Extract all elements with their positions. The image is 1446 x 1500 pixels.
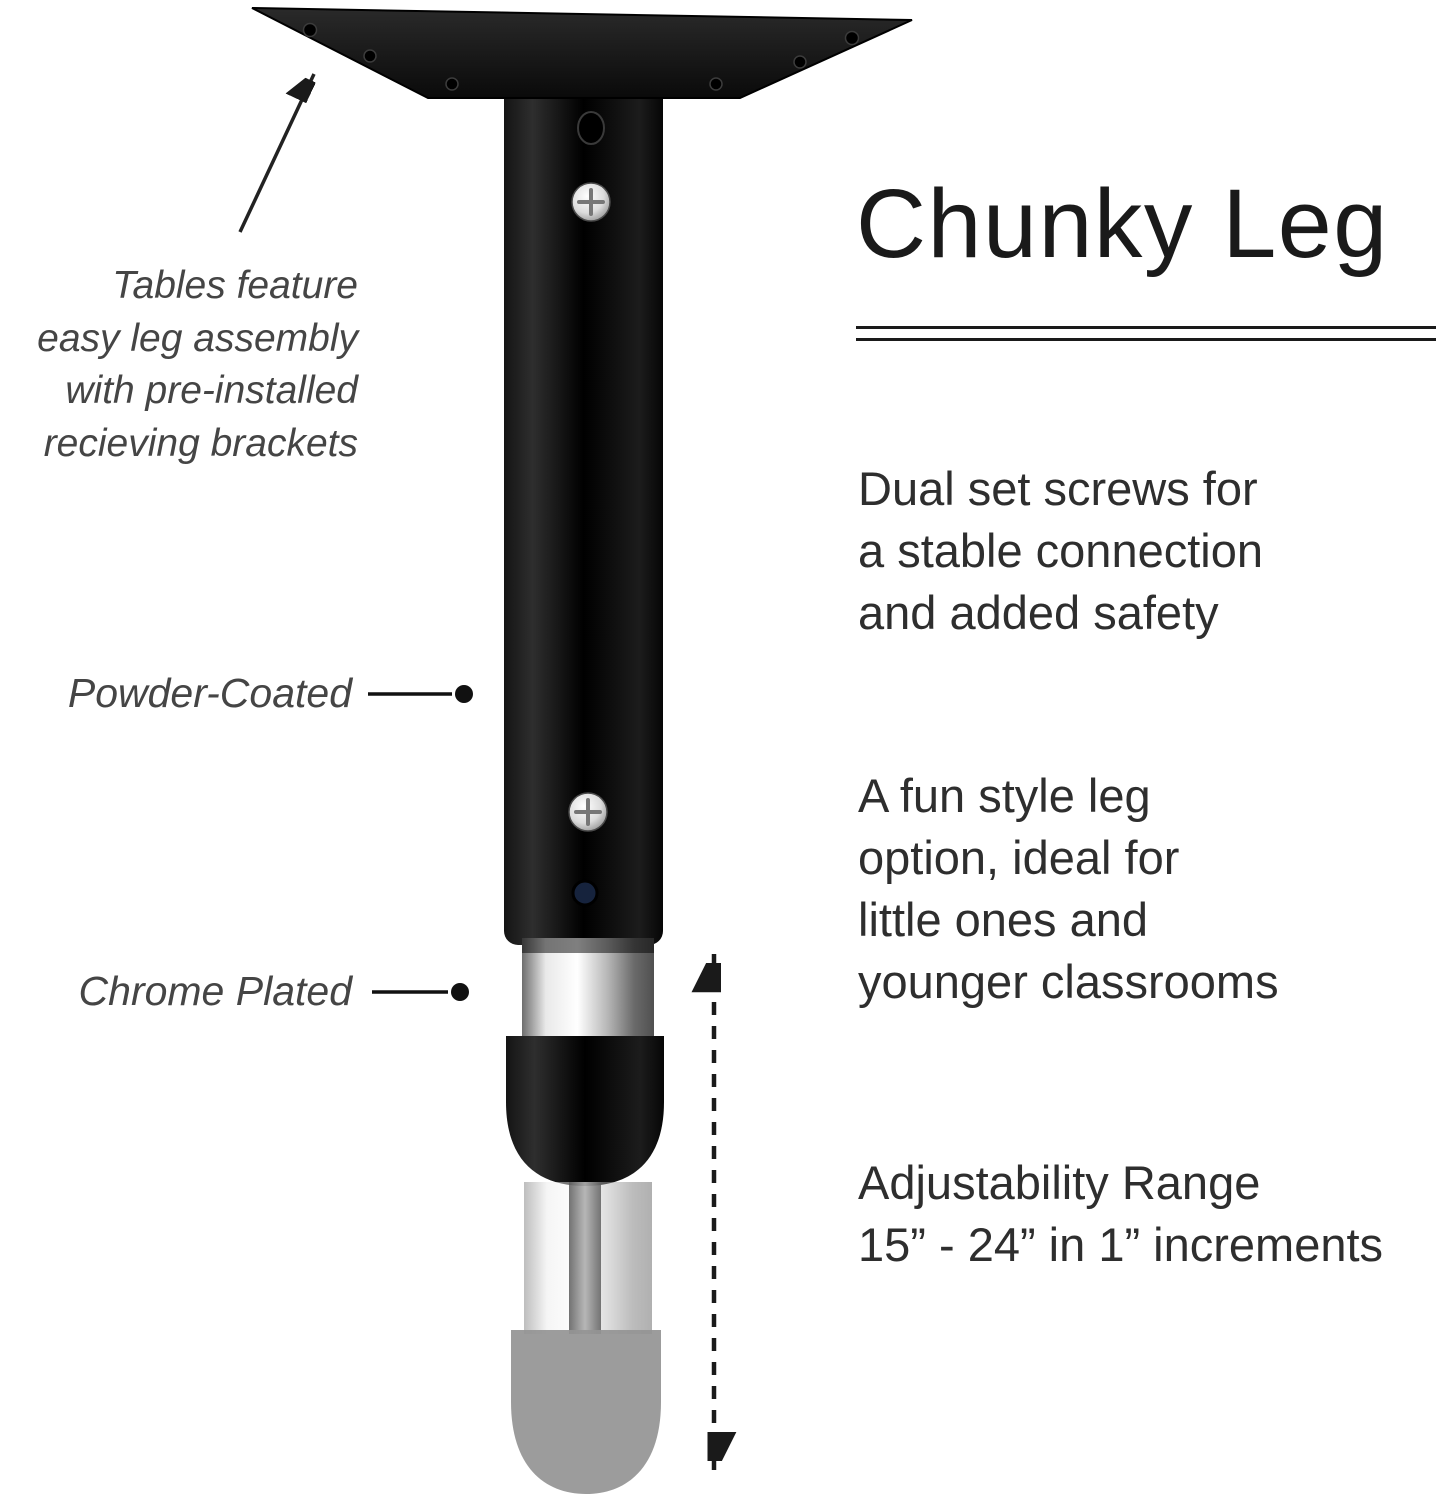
leg-upper-column (504, 46, 663, 945)
title-double-rule (856, 326, 1436, 341)
assembly-callout-text: Tables feature easy leg assembly with pr… (37, 264, 358, 465)
powder-coated-label: Powder-Coated (67, 670, 352, 716)
plate-screw-holes (302, 22, 860, 91)
leg-bolt-hole (577, 111, 605, 145)
mounting-plate (251, 7, 913, 99)
foot-cap-ghost (511, 1330, 661, 1494)
set-screw-top (571, 182, 611, 222)
chrome-section (522, 938, 654, 1042)
feature-dual-set-screws: Dual set screws for a stable connection … (858, 462, 1264, 640)
adjustment-pin-hole (571, 879, 599, 907)
chrome-plated-pointer (372, 983, 469, 1001)
set-screw-bottom (568, 792, 608, 832)
feature-fun-style: A fun style leg option, ideal for little… (858, 769, 1279, 1009)
powder-coated-pointer (368, 685, 473, 703)
chrome-plated-label: Chrome Plated (78, 968, 352, 1014)
product-title: Chunky Leg (856, 169, 1389, 278)
adjustment-collar (506, 1036, 664, 1186)
feature-adjustability-range: Adjustability Range 15” - 24” in 1” incr… (858, 1156, 1384, 1272)
chrome-extension-ghost (524, 1182, 652, 1334)
assembly-callout-arrow (238, 74, 314, 233)
